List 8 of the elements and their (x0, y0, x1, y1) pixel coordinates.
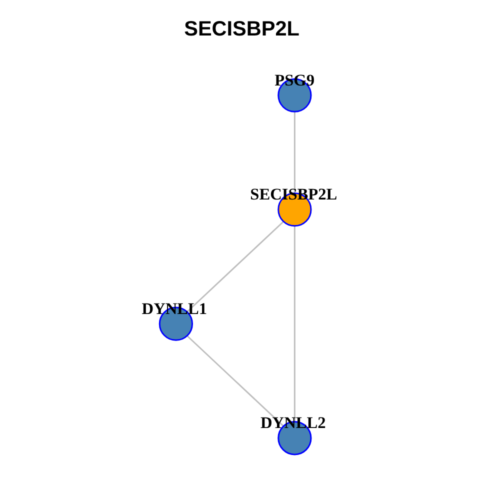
diagram-title: SECISBP2L (184, 17, 300, 40)
connector (293, 226, 295, 422)
connector (186, 221, 284, 312)
node-label: DYNLL2 (260, 413, 326, 432)
connector (186, 335, 284, 427)
connector (293, 112, 295, 193)
node-label: SECISBP2L (250, 184, 337, 204)
node-label: DYNLL1 (141, 298, 207, 318)
